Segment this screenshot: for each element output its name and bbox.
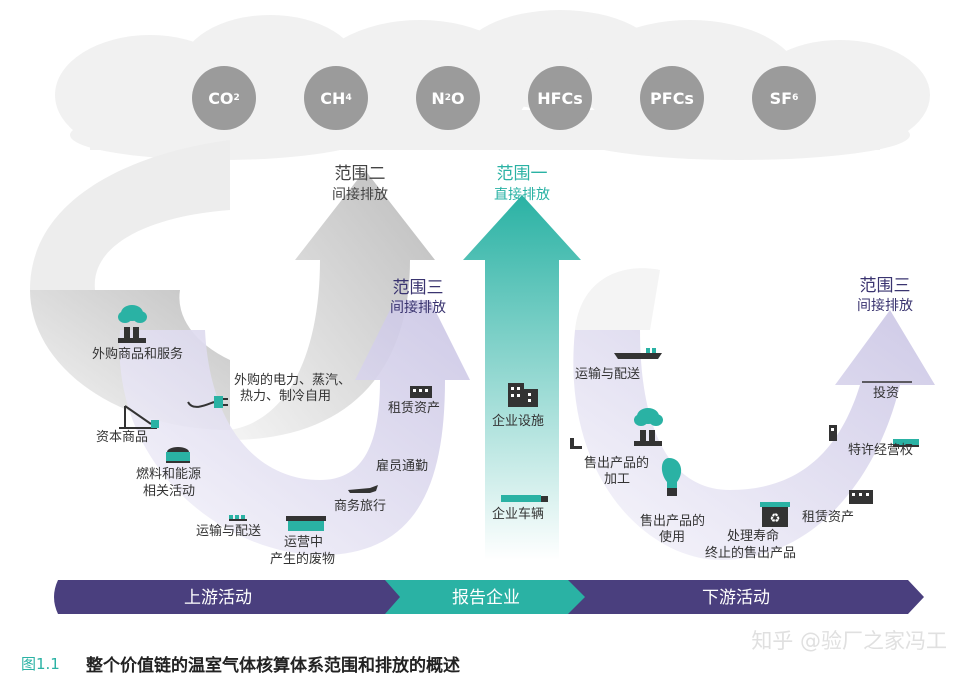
scope3-downstream-subtitle: 间接排放 <box>857 298 913 314</box>
cloud-factory-icon-2 <box>634 408 663 446</box>
label-company-vehicles: 企业车辆 <box>492 507 545 522</box>
label-downstream-transport: 运输与配送 <box>575 367 641 382</box>
scope2-title: 范围二 <box>334 164 386 184</box>
scope3-downstream-title: 范围三 <box>859 276 911 296</box>
label-business-travel: 商务旅行 <box>334 499 387 514</box>
label-fuel-line2: 相关活动 <box>143 484 196 499</box>
scope3-upstream-arrow <box>119 300 470 556</box>
label-franchises: 特许经营权 <box>848 443 914 458</box>
scope3-upstream-subtitle: 间接排放 <box>390 300 446 316</box>
waste-bin-icon <box>286 516 326 531</box>
label-eol-line1: 处理寿命 <box>727 529 780 544</box>
label-company-facilities: 企业设施 <box>492 414 545 429</box>
watermark: 知乎 @验厂之家冯工 <box>751 629 947 653</box>
scope1-subtitle: 直接排放 <box>494 187 550 203</box>
band-upstream-label: 上游活动 <box>184 588 252 608</box>
truck-icon <box>501 495 548 502</box>
label-processing-line2: 加工 <box>604 472 631 487</box>
figure-number: 图1.1 <box>21 655 60 673</box>
figure-caption: 整个价值链的温室气体核算体系范围和排放的概述 <box>86 656 460 676</box>
label-use-line1: 售出产品的 <box>640 514 706 529</box>
coal-cart-icon <box>166 447 190 463</box>
crane-icon <box>119 405 159 429</box>
scope2-subtitle: 间接排放 <box>332 187 388 203</box>
office-building-icon <box>508 383 538 407</box>
label-waste-line2: 产生的废物 <box>270 552 336 567</box>
scope1-title: 范围一 <box>496 164 548 184</box>
label-capital-goods: 资本商品 <box>96 430 149 445</box>
label-commuting: 雇员通勤 <box>376 459 429 474</box>
label-purchased-goods: 外购商品和服务 <box>92 347 184 362</box>
label-investments: 投资 <box>873 386 900 401</box>
label-downstream-leased-assets: 租赁资产 <box>802 510 855 525</box>
band-reporting-label: 报告企业 <box>452 588 520 608</box>
label-purchased-energy-line1: 外购的电力、蒸汽、 <box>234 373 352 388</box>
scope1-arrow <box>463 195 581 560</box>
plug-icon <box>187 396 228 408</box>
cloud-factory-icon <box>118 305 147 343</box>
leased-building-icon <box>849 490 873 504</box>
label-upstream-leased-assets: 租赁资产 <box>388 401 441 416</box>
band-downstream-label: 下游活动 <box>702 588 770 608</box>
scope3-upstream-title: 范围三 <box>392 278 444 298</box>
label-waste-line1: 运营中 <box>284 535 324 550</box>
airplane-icon <box>348 485 378 493</box>
recycle-bin-icon: ♻ <box>760 502 790 527</box>
shop-icon <box>829 425 837 441</box>
label-purchased-energy-line2: 热力、制冷自用 <box>240 389 332 404</box>
light-bulb-icon <box>661 458 682 496</box>
activity-band <box>54 580 924 614</box>
train-icon <box>229 515 247 521</box>
label-processing-line1: 售出产品的 <box>584 456 650 471</box>
gas-hfcs: HFCs <box>528 66 592 130</box>
svg-text:♻: ♻ <box>770 511 781 525</box>
label-fuel-line1: 燃料和能源 <box>136 467 202 482</box>
building-icon <box>410 386 432 398</box>
label-eol-line2: 终止的售出产品 <box>705 546 797 561</box>
label-upstream-transport: 运输与配送 <box>196 524 262 539</box>
factory-icon <box>570 438 582 449</box>
franchise-bar-icon <box>893 439 919 447</box>
ship-icon <box>614 348 662 359</box>
label-use-line2: 使用 <box>659 530 686 545</box>
scope3-downstream-arrow <box>573 268 935 560</box>
gas-pfcs: PFCs <box>640 66 704 130</box>
